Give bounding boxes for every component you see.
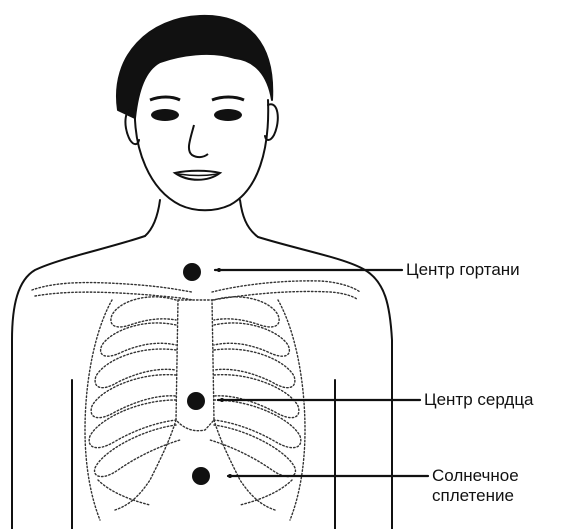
ribcage-left-outline	[85, 300, 112, 520]
left-rib-3	[95, 349, 176, 388]
right-rib-4	[214, 375, 299, 418]
solar-plexus-label-line2: сплетение	[432, 486, 519, 506]
neck-right	[240, 200, 258, 237]
throat-center-label: Центр гортани	[406, 260, 520, 280]
right-rib-6	[210, 425, 295, 477]
solar-plexus-label-line1: Солнечное	[432, 466, 519, 486]
solar-plexus-point	[192, 467, 210, 485]
heart-leader-dot	[220, 398, 224, 402]
right-clavicle-lower	[212, 291, 358, 300]
right-rib-1	[214, 297, 279, 327]
throat-leader-dot	[217, 268, 221, 272]
right-rib-3	[214, 349, 295, 388]
mouth-line	[178, 174, 218, 176]
heart-center-label: Центр сердца	[424, 390, 534, 410]
hair-shape	[117, 16, 272, 118]
right-eye	[214, 109, 242, 121]
left-rib-4	[91, 375, 176, 418]
right-rib-5	[214, 400, 301, 448]
heart-point	[187, 392, 205, 410]
left-rib-7	[98, 480, 150, 505]
right-clavicle	[212, 281, 360, 292]
left-clavicle	[32, 283, 192, 292]
left-eye	[151, 109, 179, 121]
neck-left	[145, 200, 160, 236]
nose	[189, 125, 208, 157]
left-rib-6	[95, 425, 180, 477]
left-brow	[150, 97, 180, 100]
solar-plexus-label: Солнечное сплетение	[432, 466, 519, 506]
solar-leader-dot	[228, 474, 232, 478]
sternum	[176, 300, 214, 431]
left-rib-1	[111, 297, 176, 327]
left-rib-5	[89, 400, 176, 448]
right-brow	[212, 97, 244, 100]
right-rib-7	[240, 480, 292, 505]
throat-point	[183, 263, 201, 281]
right-shoulder	[258, 237, 392, 529]
ribcage-right-outline	[278, 300, 305, 520]
